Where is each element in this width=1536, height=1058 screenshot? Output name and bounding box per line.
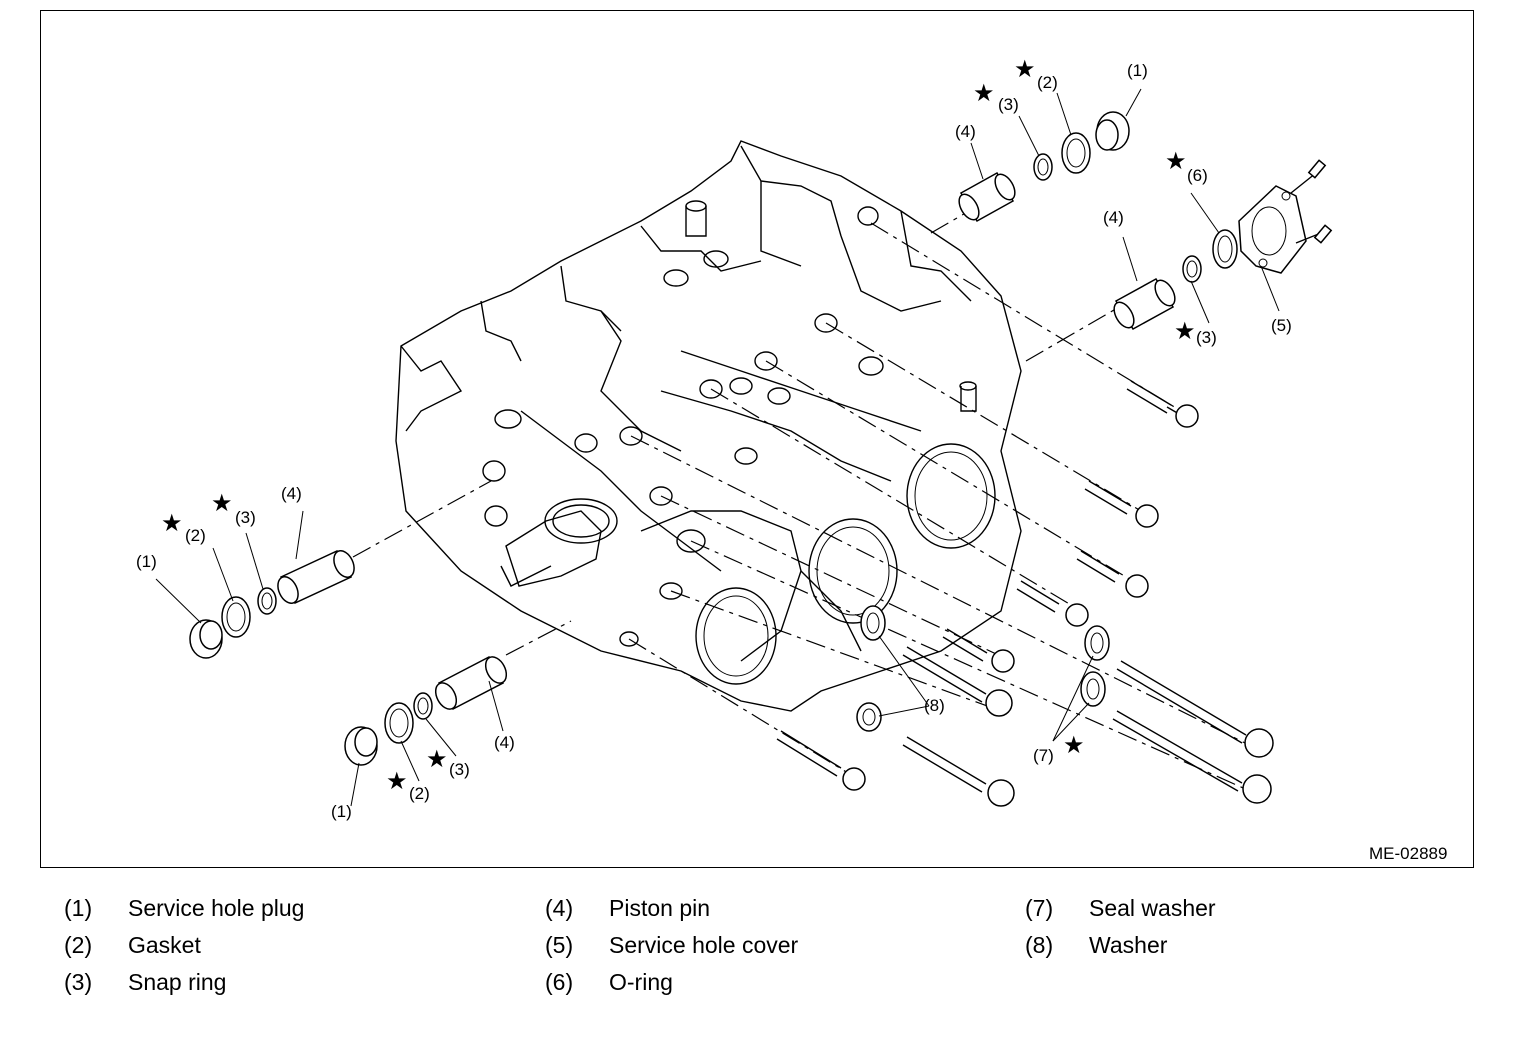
seal-washer-lower bbox=[1080, 671, 1106, 707]
legend-text: Service hole cover bbox=[609, 932, 799, 958]
legend-number: (4) bbox=[545, 895, 574, 921]
star-icon: ★ bbox=[1014, 55, 1036, 83]
bolt bbox=[1112, 710, 1272, 804]
parts-legend: (1) Service hole plug (2) Gasket (3) Sna… bbox=[0, 886, 1536, 1006]
star-icon: ★ bbox=[973, 79, 995, 107]
legend-number: (1) bbox=[64, 895, 93, 921]
service-hole-plug-upper-right bbox=[1095, 111, 1130, 151]
legend-text: Service hole plug bbox=[128, 895, 305, 921]
legend-number: (8) bbox=[1025, 932, 1054, 958]
bolt bbox=[776, 730, 866, 791]
callout-3-right: (3) bbox=[1196, 328, 1217, 347]
legend-number: (5) bbox=[545, 932, 574, 958]
legend-number: (2) bbox=[64, 932, 93, 958]
exploded-diagram: (1) ★ (2) ★ (3) (4) ★ (6) (4) ★ (3) (5) … bbox=[40, 10, 1474, 868]
legend-text: Piston pin bbox=[609, 895, 711, 921]
star-icon: ★ bbox=[1165, 147, 1187, 175]
legend-text: Seal washer bbox=[1089, 895, 1216, 921]
gasket-left bbox=[221, 596, 251, 638]
service-hole-plug-lower bbox=[344, 726, 378, 766]
snap-ring-upper-right-2 bbox=[1182, 255, 1202, 283]
legend-text: Gasket bbox=[128, 932, 201, 958]
diagram-drawing: (1) ★ (2) ★ (3) (4) ★ (6) (4) ★ (3) (5) … bbox=[136, 55, 1447, 863]
snap-ring-upper-right-1 bbox=[1033, 153, 1053, 181]
callouts: (1) ★ (2) ★ (3) (4) ★ (6) (4) ★ (3) (5) … bbox=[136, 55, 1292, 821]
callout-5: (5) bbox=[1271, 316, 1292, 335]
legend-text: Washer bbox=[1089, 932, 1168, 958]
bolt bbox=[942, 628, 1015, 673]
callout-1-lower: (1) bbox=[331, 802, 352, 821]
star-icon: ★ bbox=[1174, 317, 1196, 345]
bolt bbox=[1016, 580, 1089, 627]
leader-lines bbox=[155, 88, 1280, 807]
star-icon: ★ bbox=[161, 509, 183, 537]
service-hole-cover bbox=[1238, 159, 1333, 274]
callout-3-left: (3) bbox=[235, 508, 256, 527]
callout-2-upper-right: (2) bbox=[1037, 73, 1058, 92]
snap-ring-lower bbox=[413, 692, 433, 720]
legend-number: (7) bbox=[1025, 895, 1054, 921]
service-hole-plug-left bbox=[189, 619, 223, 659]
legend-number: (6) bbox=[545, 969, 574, 995]
legend-text: Snap ring bbox=[128, 969, 227, 995]
callout-2-left: (2) bbox=[185, 526, 206, 545]
bolt bbox=[1126, 380, 1199, 428]
callout-1-upper-right: (1) bbox=[1127, 61, 1148, 80]
gasket-lower bbox=[384, 702, 414, 744]
washer-upper bbox=[860, 605, 886, 641]
star-icon: ★ bbox=[386, 767, 408, 795]
figure-code: ME-02889 bbox=[1369, 844, 1447, 863]
snap-ring-left bbox=[257, 587, 277, 615]
callout-1-left: (1) bbox=[136, 552, 157, 571]
callout-3-lower: (3) bbox=[449, 760, 470, 779]
callout-4-lower: (4) bbox=[494, 733, 515, 752]
callout-8: (8) bbox=[924, 696, 945, 715]
seal-washer-upper bbox=[1084, 625, 1110, 661]
piston-pin-left bbox=[277, 550, 355, 604]
callout-7: (7) bbox=[1033, 746, 1054, 765]
piston-pin-upper-right-1 bbox=[958, 171, 1016, 223]
bolt bbox=[902, 646, 1013, 717]
star-icon: ★ bbox=[211, 489, 233, 517]
washer-lower bbox=[856, 702, 882, 732]
bolt bbox=[1084, 480, 1159, 528]
callout-6: (6) bbox=[1187, 166, 1208, 185]
callout-3-upper-right: (3) bbox=[998, 95, 1019, 114]
bolt bbox=[902, 736, 1015, 807]
bolt bbox=[1116, 660, 1274, 758]
bolts bbox=[776, 380, 1274, 807]
callout-4-left: (4) bbox=[281, 484, 302, 503]
star-icon: ★ bbox=[426, 745, 448, 773]
engine-block bbox=[395, 140, 1022, 712]
bolt bbox=[1076, 550, 1149, 598]
callout-2-lower: (2) bbox=[409, 784, 430, 803]
legend-text: O-ring bbox=[609, 969, 673, 995]
gasket-upper-right bbox=[1061, 132, 1091, 174]
legend-number: (3) bbox=[64, 969, 93, 995]
star-icon: ★ bbox=[1063, 731, 1085, 759]
callout-4-upper-right: (4) bbox=[955, 122, 976, 141]
o-ring bbox=[1212, 229, 1238, 269]
piston-pin-upper-right-2 bbox=[1113, 277, 1176, 331]
piston-pin-lower bbox=[434, 655, 508, 711]
callout-4-right: (4) bbox=[1103, 208, 1124, 227]
center-lines bbox=[352, 206, 1262, 797]
